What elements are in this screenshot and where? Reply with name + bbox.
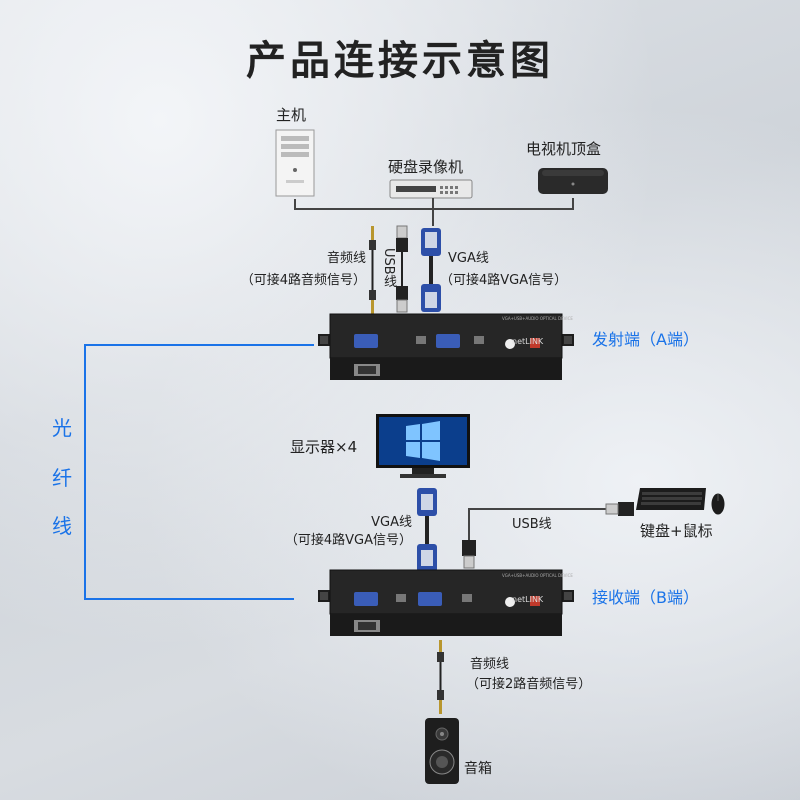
audio-cable-bottom-icon <box>437 640 444 714</box>
usb-bottom-line-v <box>468 508 470 542</box>
keyboard-icon <box>636 488 706 510</box>
audio-cable-top-icon <box>369 226 376 314</box>
receiver-label: 接收端（B端） <box>592 588 699 607</box>
host-label: 主机 <box>276 106 307 124</box>
page-title: 产品连接示意图 <box>246 38 554 84</box>
usb-bottom-line-h <box>468 508 618 510</box>
mouse-icon <box>711 493 725 515</box>
speaker-icon <box>425 718 459 784</box>
host-drop <box>294 199 296 210</box>
vga-top-label: VGA线 <box>448 251 489 266</box>
usb-plug-keyboard-icon <box>605 502 634 516</box>
vga-bottom-note: （可接4路VGA信号） <box>284 533 412 548</box>
monitor-icon <box>376 414 470 478</box>
vga-cable-bottom-icon <box>417 488 437 572</box>
vga-bottom-label: VGA线 <box>371 515 412 530</box>
settop-box-icon <box>538 168 608 194</box>
fiber-line-top <box>84 344 314 346</box>
audio-bottom-note: （可接2路音频信号） <box>466 677 592 692</box>
source-bus-line <box>294 208 574 210</box>
monitor-label: 显示器×4 <box>290 438 358 456</box>
transmitter-unit <box>318 313 574 380</box>
host-tower-icon <box>275 129 315 197</box>
settop-drop <box>572 198 574 210</box>
vga-cable-top-icon <box>421 228 441 312</box>
audio-top-note: （可接4路音频信号） <box>240 273 366 288</box>
vga-top-note: （可接4路VGA信号） <box>440 273 568 288</box>
fiber-line-vertical <box>84 344 86 600</box>
receiver-model: VGA+USB+AUDIO OPTICAL DEVICE <box>502 573 573 578</box>
bus-down <box>432 210 434 226</box>
receiver-brand: netLINK <box>512 595 544 604</box>
settop-label: 电视机顶盒 <box>526 140 602 158</box>
speaker-label: 音箱 <box>464 761 492 777</box>
usb-plug-bottom-icon <box>462 540 476 569</box>
audio-bottom-label: 音频线 <box>470 657 510 672</box>
dvr-label: 硬盘录像机 <box>388 158 464 176</box>
fiber-label-2: 纤 <box>52 466 72 490</box>
fiber-line-bottom <box>84 598 294 600</box>
receiver-unit <box>318 569 574 636</box>
usb-top-label: USB线 <box>381 248 396 288</box>
transmitter-label: 发射端（A端） <box>592 330 699 349</box>
usb-cable-top-icon <box>396 225 408 313</box>
fiber-label-1: 光 <box>52 416 72 440</box>
transmitter-model: VGA+USB+AUDIO OPTICAL DEVICE <box>502 316 573 321</box>
fiber-label-3: 线 <box>52 514 72 538</box>
dvr-drop <box>432 198 434 210</box>
transmitter-brand: netLINK <box>512 337 544 346</box>
usb-bottom-label: USB线 <box>512 517 552 532</box>
dvr-icon <box>389 179 473 199</box>
audio-top-label: 音频线 <box>326 251 366 266</box>
keyboard-mouse-label: 键盘+鼠标 <box>640 522 713 540</box>
